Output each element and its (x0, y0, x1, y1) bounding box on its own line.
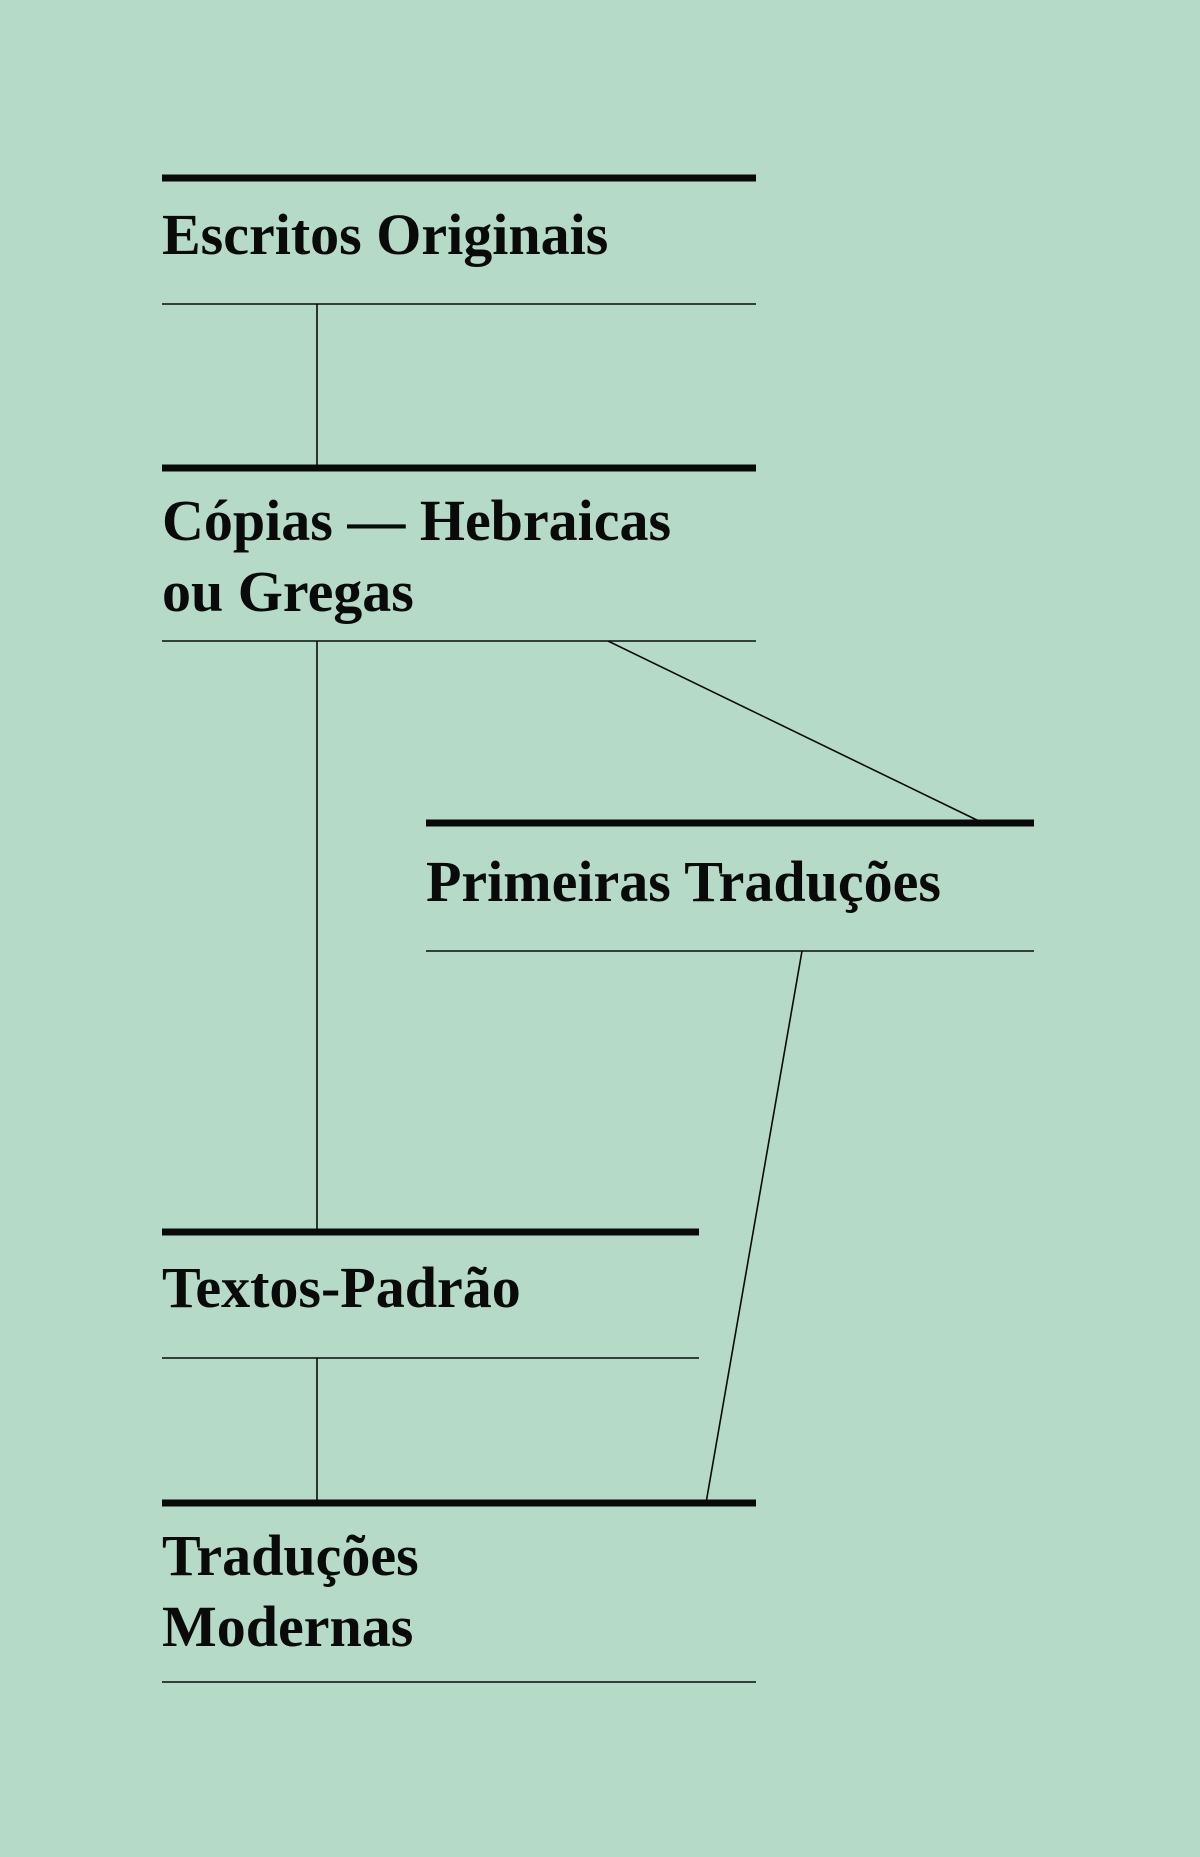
node-label: Cópias — Hebraicas (162, 488, 672, 553)
node-traducoes-modernas: Traduções Modernas (162, 1520, 419, 1662)
node-label: Modernas (162, 1594, 414, 1659)
node-textos-padrao: Textos-Padrão (162, 1252, 521, 1323)
node-label: Primeiras Traduções (426, 849, 941, 914)
node-escritos-originais: Escritos Originais (162, 199, 608, 270)
node-primeiras-traducoes: Primeiras Traduções (426, 846, 941, 917)
node-label: Textos-Padrão (162, 1255, 521, 1320)
node-label: Escritos Originais (162, 202, 609, 267)
node-label: Traduções (162, 1523, 419, 1588)
node-copias: Cópias — Hebraicas ou Gregas (162, 485, 671, 627)
node-label: ou Gregas (162, 559, 414, 624)
edge-primeiras-modernas (705, 950, 803, 1504)
edge-copias-primeiras (607, 640, 984, 824)
